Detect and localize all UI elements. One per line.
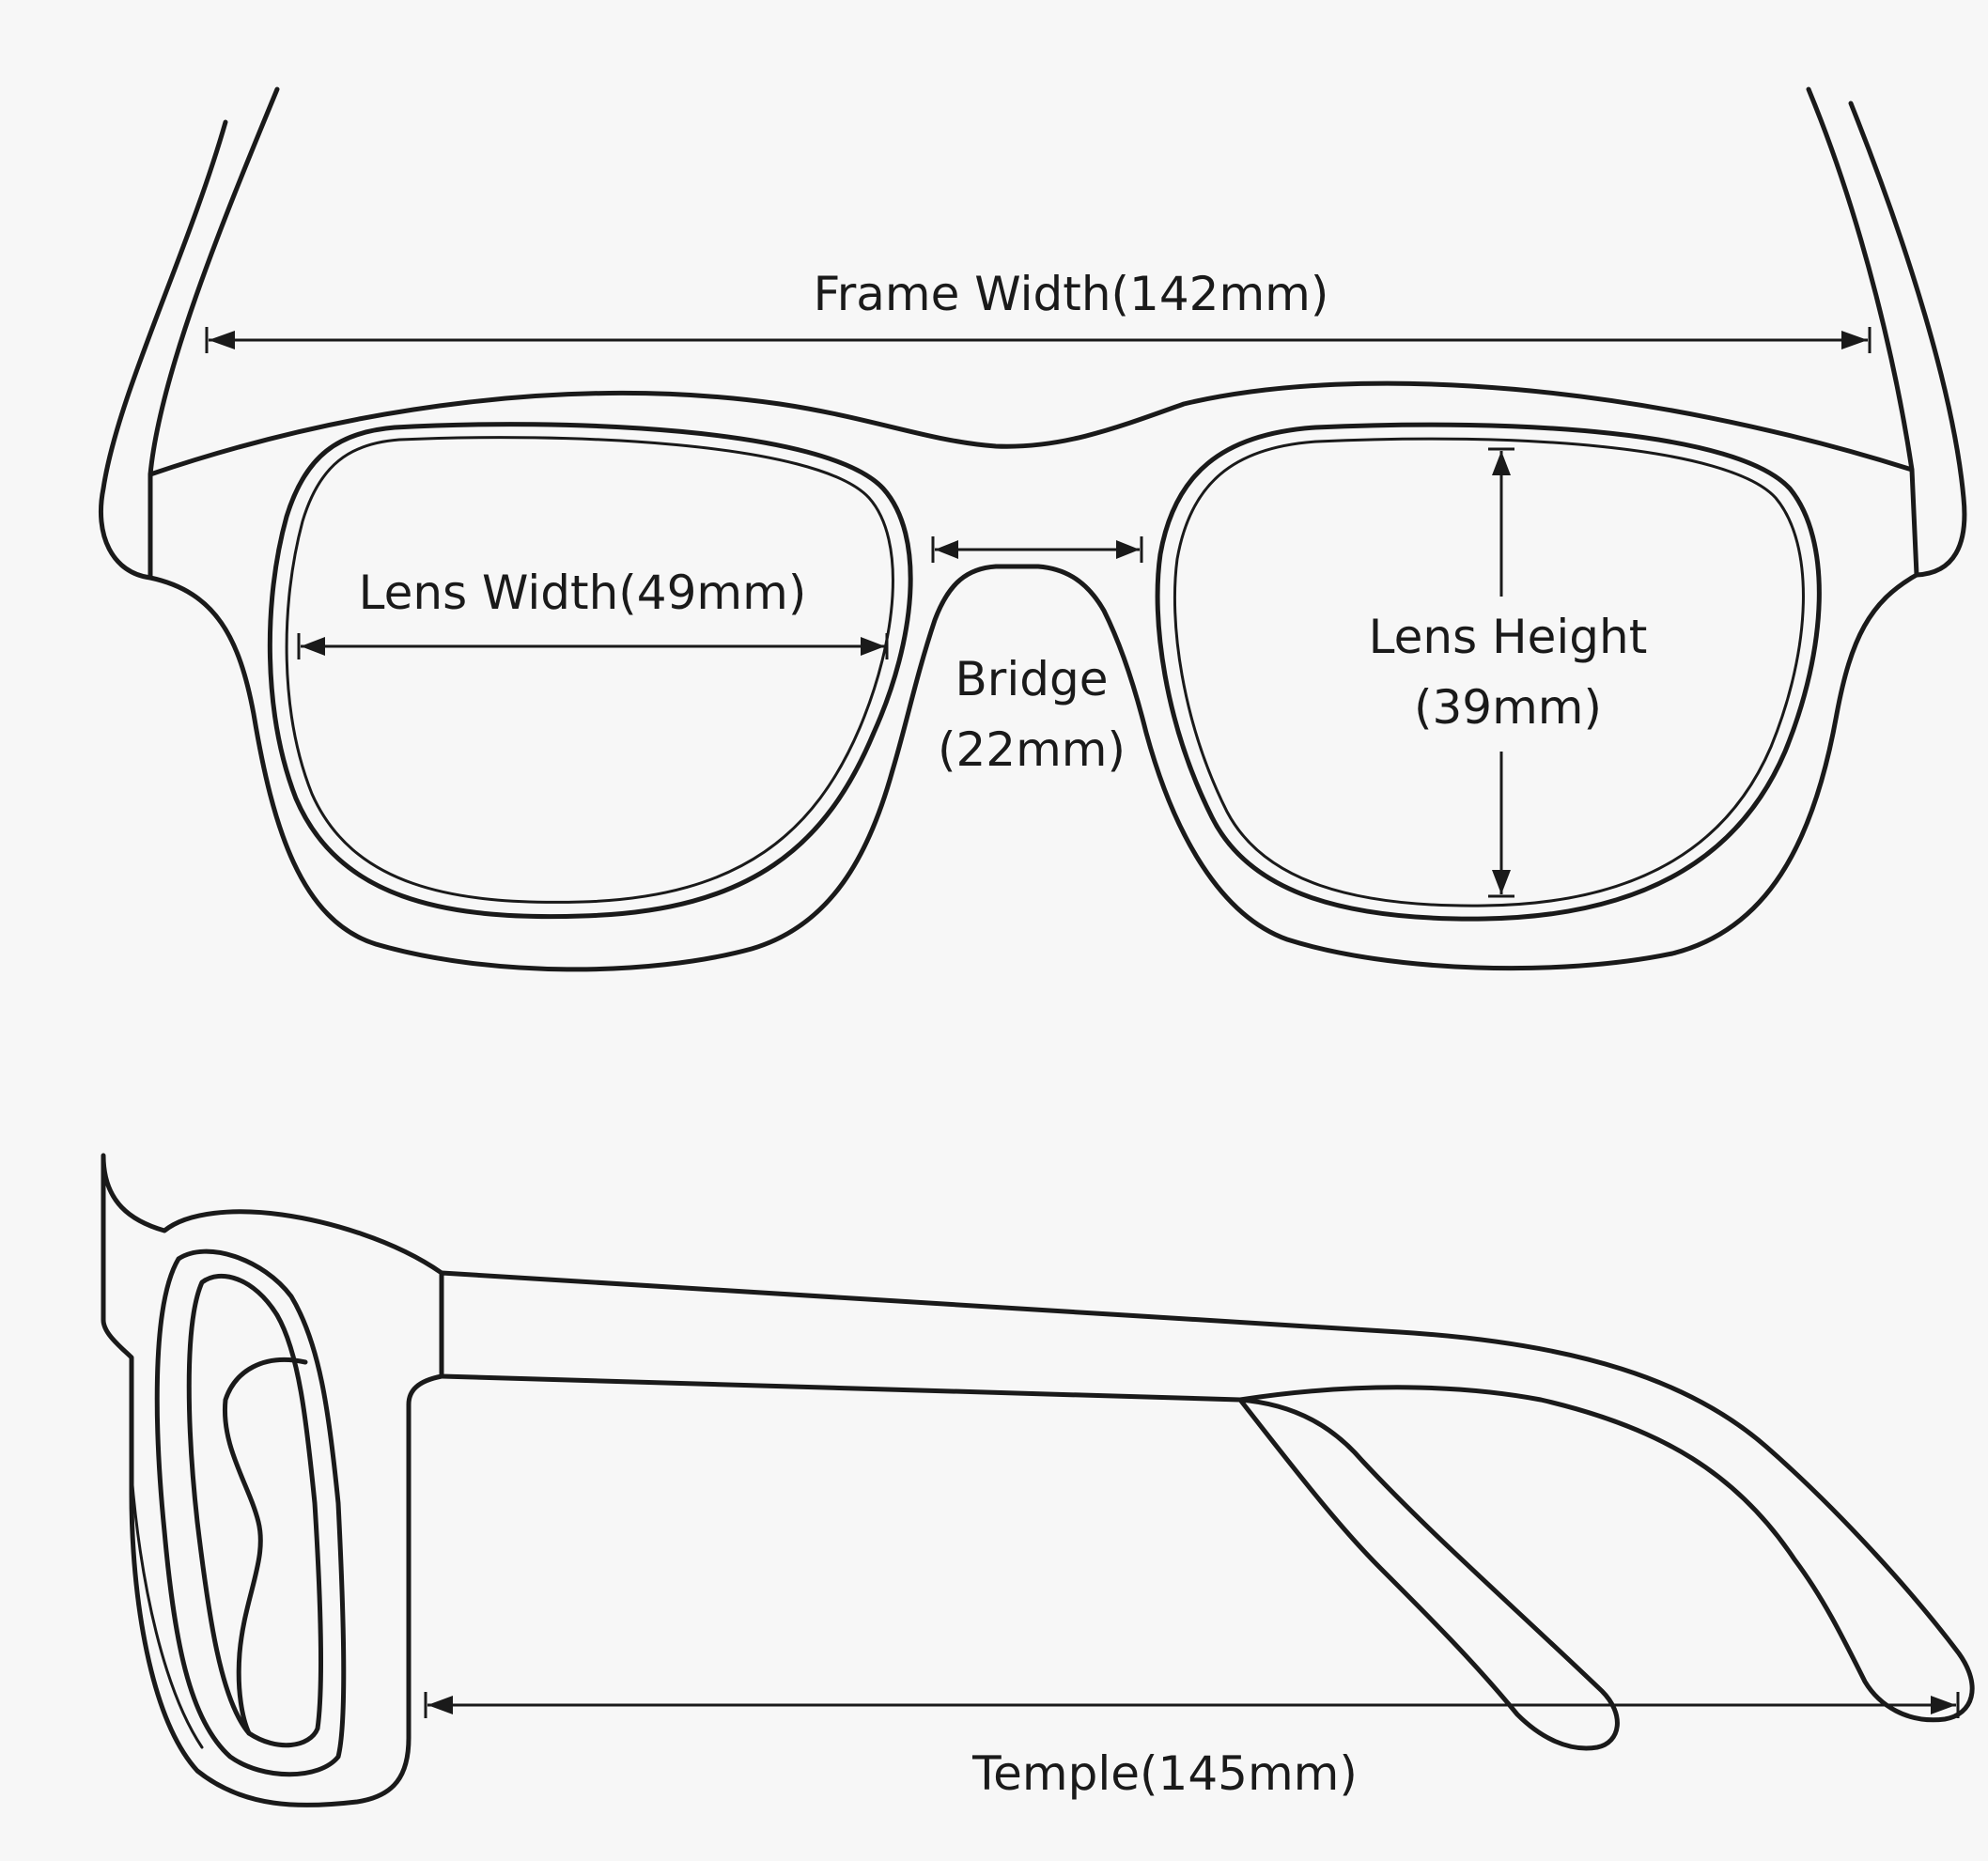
lens-width-label: Lens Width(49mm) [359, 566, 807, 620]
side-temple-arm [439, 1270, 1975, 1723]
lens-width-arrow-left [301, 637, 325, 656]
right-lens-rim [1155, 422, 1822, 922]
frame-width-label: Frame Width(142mm) [814, 267, 1329, 321]
side-view: Temple(145mm) [101, 1153, 1975, 1808]
lens-height-arrow-top [1492, 451, 1511, 475]
lens-height-label-line2: (39mm) [1414, 680, 1602, 735]
bridge-arrow-left [935, 540, 958, 559]
side-frame-front [101, 1153, 444, 1808]
lens-width-dimension: Lens Width(49mm) [297, 566, 889, 659]
left-lens-rim [267, 422, 913, 920]
lens-height-label-line1: Lens Height [1369, 610, 1648, 664]
bridge-arrow-right [1116, 540, 1140, 559]
bridge-label-line2: (22mm) [938, 722, 1126, 777]
frame-width-dimension: Frame Width(142mm) [205, 267, 1872, 353]
side-rim-edge [130, 1473, 204, 1749]
left-temple-arm-inner [98, 119, 228, 581]
bridge-dimension: Bridge (22mm) [931, 536, 1143, 777]
lens-height-dimension: Lens Height (39mm) [1369, 447, 1648, 898]
temple-dimension: Temple(145mm) [424, 1692, 1960, 1801]
lens-height-arrow-bottom [1492, 870, 1511, 894]
lens-width-arrow-right [861, 637, 885, 656]
left-temple-arm [148, 86, 280, 477]
frame-width-arrow-right [1841, 331, 1868, 349]
temple-arrow-right [1931, 1696, 1956, 1714]
side-lens-loop-outer [154, 1248, 347, 1777]
right-temple-arm [1806, 86, 1915, 473]
frame-outline [148, 380, 1919, 972]
right-lens-inner [1173, 437, 1805, 907]
side-lens-loop-inner [186, 1273, 323, 1748]
bridge-label-line1: Bridge [955, 652, 1109, 706]
temple-label: Temple(145mm) [971, 1746, 1358, 1801]
left-lens-inner [285, 436, 894, 904]
right-temple-arm-inner [1848, 101, 1967, 578]
side-temple-tip [1237, 1397, 1620, 1751]
side-nose-pad [222, 1357, 308, 1736]
temple-arrow-left [427, 1696, 453, 1714]
front-view: Frame Width(142mm) Lens Width(49mm) Brid… [98, 86, 1967, 972]
frame-width-arrow-left [209, 331, 235, 349]
